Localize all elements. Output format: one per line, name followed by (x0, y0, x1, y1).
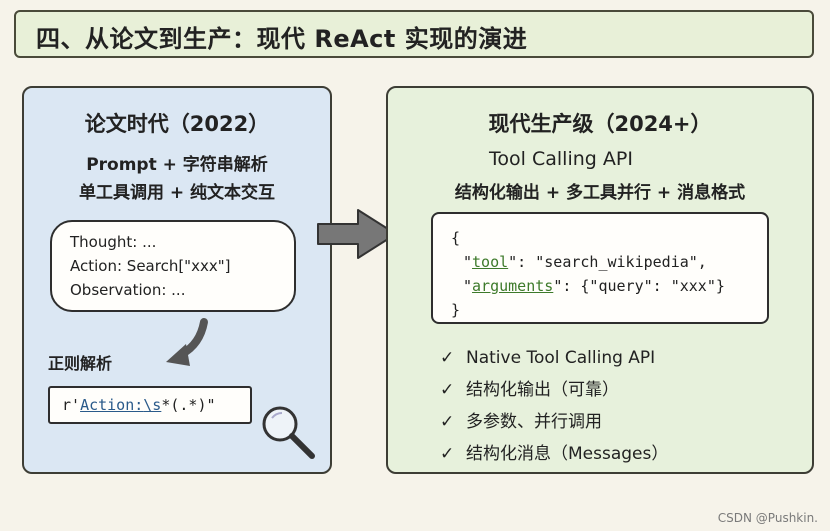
production-heading: 现代生产级（2024+） (488, 112, 712, 136)
paper-era-heading: 论文时代（2022） (84, 112, 270, 136)
regex-keyword: Action: (80, 396, 144, 414)
json-close-brace: } (451, 301, 461, 319)
check-icon: ✓ (440, 412, 455, 432)
check-icon: ✓ (440, 380, 455, 400)
action-line: Action: Search["xxx"] (70, 257, 231, 275)
check-item: ✓Native Tool Calling API (440, 342, 668, 374)
json-open-brace: { (451, 229, 461, 247)
check-item: ✓结构化消息（Messages） (440, 438, 668, 470)
regex-prefix: r' (62, 396, 81, 414)
json-arguments-key: arguments (472, 277, 554, 295)
check-item: ✓多参数、并行调用 (440, 406, 668, 438)
right-arrow-icon (317, 209, 397, 259)
thought-line: Thought: ... (70, 233, 157, 251)
magnifier-icon (262, 406, 315, 459)
observation-line: Observation: ... (70, 281, 186, 299)
check-icon: ✓ (440, 348, 455, 368)
paper-era-subtitle-2: 单工具调用 + 纯文本交互 (78, 183, 276, 203)
watermark: CSDN @Pushkin. (717, 511, 818, 525)
json-tool-key: tool (472, 253, 509, 271)
feature-checklist: ✓Native Tool Calling API ✓结构化输出（可靠） ✓多参数… (440, 342, 668, 470)
down-arrow-icon (166, 318, 208, 366)
check-item: ✓结构化输出（可靠） (440, 374, 668, 406)
regex-escape: \s (143, 396, 162, 414)
regex-label: 正则解析 (48, 354, 113, 373)
json-arguments-line: "arguments": {"query": "xxx"} (463, 277, 725, 295)
tool-call-json-box: { "tool": "search_wikipedia", "arguments… (431, 212, 769, 324)
regex-rest: *(.*)" (161, 396, 216, 414)
json-tool-line: "tool": "search_wikipedia", (463, 253, 707, 271)
react-trace-box: Thought: ... Action: Search["xxx"] Obser… (50, 220, 296, 312)
title-banner (14, 10, 814, 58)
page-title: 四、从论文到生产：现代 ReAct 实现的演进 (36, 25, 528, 53)
paper-era-subtitle-1: Prompt + 字符串解析 (86, 155, 268, 175)
production-subtitle-2: 结构化输出 + 多工具并行 + 消息格式 (454, 183, 746, 203)
production-subtitle-1: Tool Calling API (489, 148, 633, 170)
check-icon: ✓ (440, 444, 455, 464)
regex-box: r'Action:\s*(.*)" (48, 386, 252, 424)
